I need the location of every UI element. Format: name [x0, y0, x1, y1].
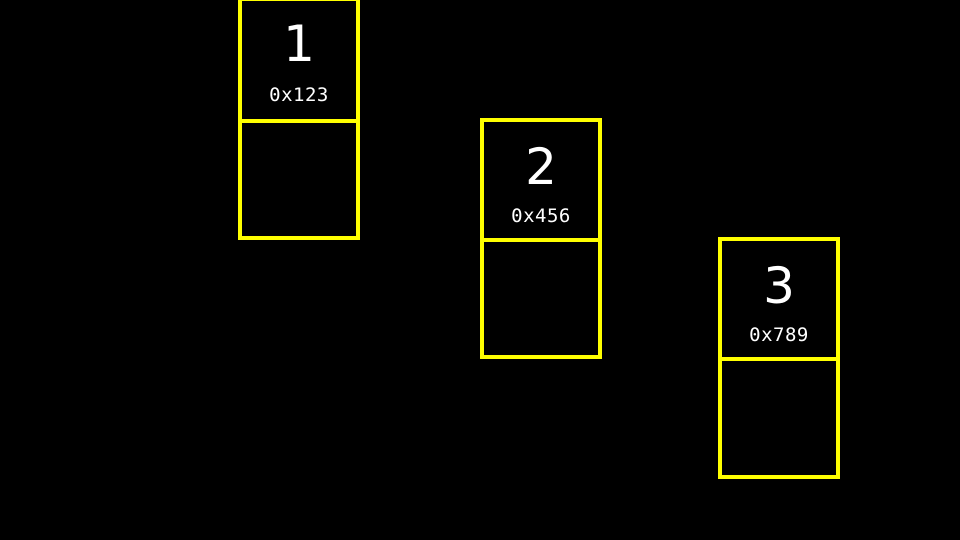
list-node[interactable]: 2 0x456 — [480, 118, 602, 359]
node-address-label: 0x123 — [269, 84, 329, 106]
node-next-pointer-cell — [242, 123, 356, 236]
node-address-label: 0x456 — [511, 205, 571, 227]
node-data-cell: 3 0x789 — [722, 241, 836, 361]
node-data-cell: 1 0x123 — [242, 1, 356, 123]
list-node[interactable]: 3 0x789 — [718, 237, 840, 479]
node-value: 3 — [763, 257, 795, 315]
node-value: 2 — [525, 138, 557, 196]
node-value: 1 — [283, 15, 315, 73]
node-next-pointer-cell — [484, 242, 598, 355]
node-next-pointer-cell — [722, 361, 836, 475]
list-node[interactable]: 1 0x123 — [238, 0, 360, 240]
node-address-label: 0x789 — [749, 324, 809, 346]
node-data-cell: 2 0x456 — [484, 122, 598, 242]
